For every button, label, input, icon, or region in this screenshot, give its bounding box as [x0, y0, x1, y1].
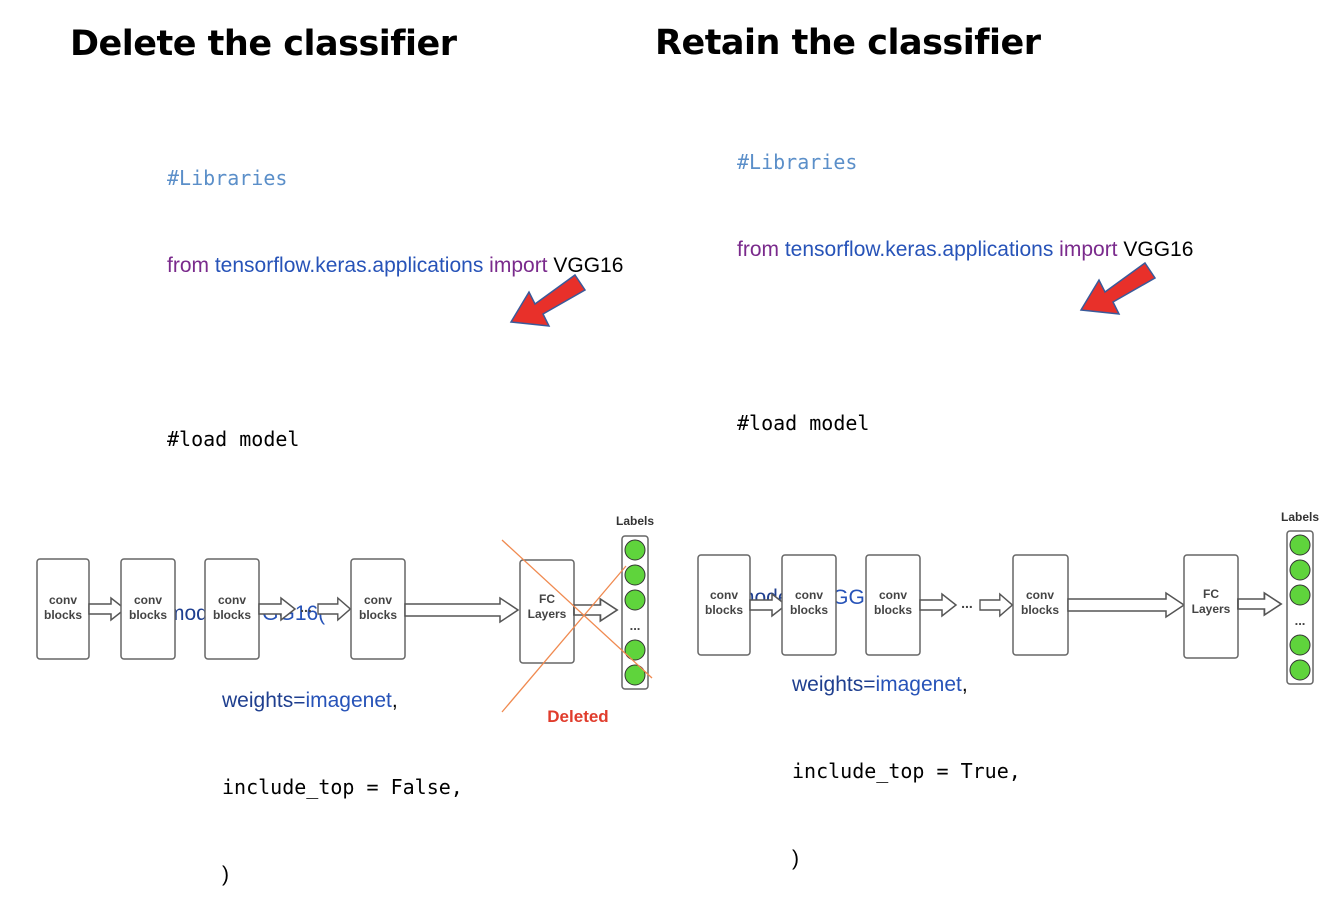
- left-heading: Delete the classifier: [70, 24, 457, 64]
- left-ellipsis: ...: [300, 599, 312, 615]
- left-comment-line: #Libraries: [167, 166, 288, 190]
- left-close-paren: ): [222, 863, 229, 886]
- right-include-top-line: include_top = True,: [792, 759, 1021, 783]
- right-comment-line: #Libraries: [737, 150, 858, 174]
- right-red-arrow-icon: [1079, 261, 1157, 315]
- left-labels-title: Labels: [616, 514, 654, 528]
- right-labels-title: Labels: [1281, 510, 1319, 524]
- right-import-line: from tensorflow.keras.applications impor…: [737, 238, 1194, 261]
- left-import-line: from tensorflow.keras.applications impor…: [167, 254, 624, 277]
- right-labels-ellipsis: ...: [1295, 613, 1306, 628]
- deleted-label: Deleted: [547, 707, 608, 726]
- right-code-block: #Libraries from tensorflow.keras.applica…: [737, 90, 1193, 902]
- left-include-top-line: include_top = False,: [222, 775, 463, 799]
- left-cross-line-1: [501, 539, 653, 679]
- left-load-comment: #load model: [167, 427, 300, 451]
- left-label-nodes: [624, 539, 646, 686]
- right-ellipsis: ...: [961, 595, 973, 611]
- right-close-paren: ): [792, 847, 799, 870]
- left-red-arrow-icon: [509, 273, 587, 327]
- left-labels-ellipsis: ...: [630, 618, 641, 633]
- left-weights-line: weights=imagenet,: [222, 689, 398, 712]
- right-load-comment: #load model: [737, 411, 870, 435]
- right-weights-line: weights=imagenet,: [792, 673, 968, 696]
- left-cross-line-2: [501, 565, 627, 713]
- right-heading: Retain the classifier: [655, 23, 1041, 63]
- right-label-nodes: [1289, 534, 1311, 681]
